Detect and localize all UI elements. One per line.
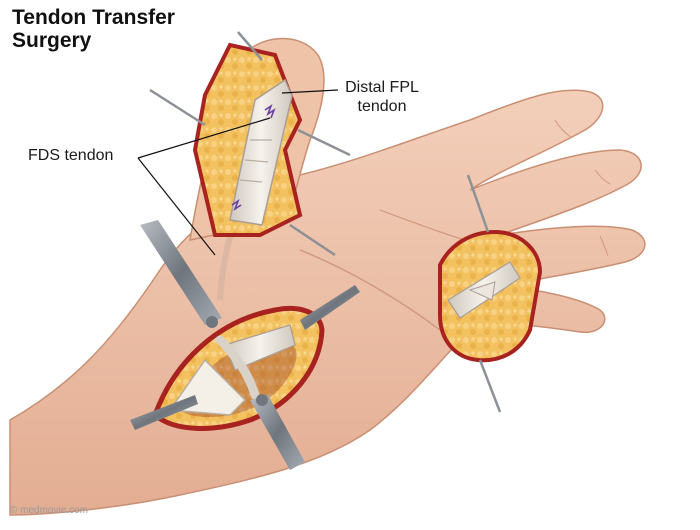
palm-crease	[299, 249, 441, 331]
retractor	[300, 285, 360, 330]
retractor	[140, 220, 222, 325]
title-line-1: Tendon Transfer	[12, 6, 175, 29]
finger-crease	[599, 235, 609, 257]
suture	[264, 103, 276, 119]
retractor-tip	[256, 394, 268, 406]
tendon-strand	[224, 324, 296, 371]
tendon-strand	[215, 335, 260, 400]
label-distal-fpl-line-2: tendon	[357, 98, 407, 115]
tendon-graft	[229, 78, 293, 226]
label-fds-tendon: FDS tendon	[28, 147, 114, 164]
palm-incision	[152, 305, 325, 431]
finger-crease	[554, 119, 573, 139]
retractor-pin	[466, 174, 490, 233]
retractor	[250, 395, 305, 470]
leader-line-fds	[137, 117, 271, 159]
finger-crease	[594, 169, 611, 185]
retractor-pin	[149, 88, 206, 127]
suture	[231, 198, 242, 212]
thumb-incision	[192, 42, 303, 237]
retractor-pin	[237, 31, 263, 61]
retractor-pin	[478, 359, 502, 413]
leader-line-fpl	[281, 89, 339, 94]
finger-incision	[438, 229, 543, 363]
retractor-tip	[206, 316, 218, 328]
label-distal-fpl-tendon: Distal FPL tendon	[338, 78, 426, 116]
finger-tendon	[468, 281, 496, 301]
retractor-pin	[297, 128, 351, 157]
retractor	[130, 395, 198, 430]
retractor-pin	[289, 223, 336, 257]
title-line-2: Surgery	[12, 29, 92, 52]
label-distal-fpl-line-1: Distal FPL	[345, 79, 419, 96]
page-title: Tendon Transfer Surgery	[12, 6, 175, 52]
leader-line-fds	[137, 157, 216, 256]
credit-text: © medmovie.com	[10, 505, 88, 516]
